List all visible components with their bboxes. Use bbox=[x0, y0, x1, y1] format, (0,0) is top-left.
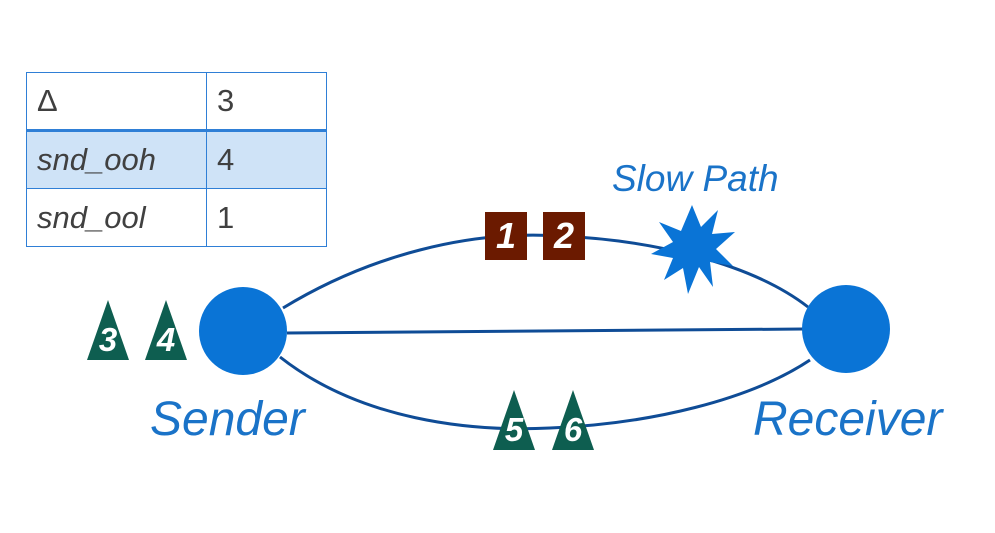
middle-path-link bbox=[286, 327, 804, 335]
table-value: 3 bbox=[206, 72, 327, 131]
packet-triangle-label: 3 bbox=[98, 321, 118, 358]
packet-triangle: 5 bbox=[493, 390, 535, 450]
packet-triangle: 6 bbox=[552, 390, 594, 450]
packet-triangle: 4 bbox=[145, 300, 187, 360]
receiver-label: Receiver bbox=[753, 393, 943, 446]
packet-triangle-label: 4 bbox=[156, 321, 176, 358]
table-row: Δ 3 bbox=[26, 72, 327, 131]
table-key: Δ bbox=[26, 72, 207, 131]
table-value: 4 bbox=[206, 129, 327, 189]
table-row: snd_ool 1 bbox=[26, 188, 327, 247]
slow-path-burst-icon bbox=[651, 205, 735, 294]
packet-square: 2 bbox=[543, 212, 585, 260]
state-table: Δ 3 snd_ooh 4 snd_ool 1 bbox=[26, 72, 327, 247]
packet-triangle: 3 bbox=[87, 300, 129, 360]
table-row-highlighted: snd_ooh 4 bbox=[26, 129, 327, 189]
packet-triangle-label: 6 bbox=[563, 411, 583, 448]
receiver-node bbox=[802, 285, 890, 373]
bottom-path-link bbox=[279, 355, 811, 431]
slow-path-label: Slow Path bbox=[612, 158, 779, 199]
table-key: snd_ool bbox=[26, 188, 207, 247]
packet-square: 1 bbox=[485, 212, 527, 260]
table-value: 1 bbox=[206, 188, 327, 247]
sender-label: Sender bbox=[150, 393, 305, 446]
sender-node bbox=[199, 287, 287, 375]
table-key: snd_ooh bbox=[26, 129, 207, 189]
packet-triangle-label: 5 bbox=[504, 411, 524, 448]
